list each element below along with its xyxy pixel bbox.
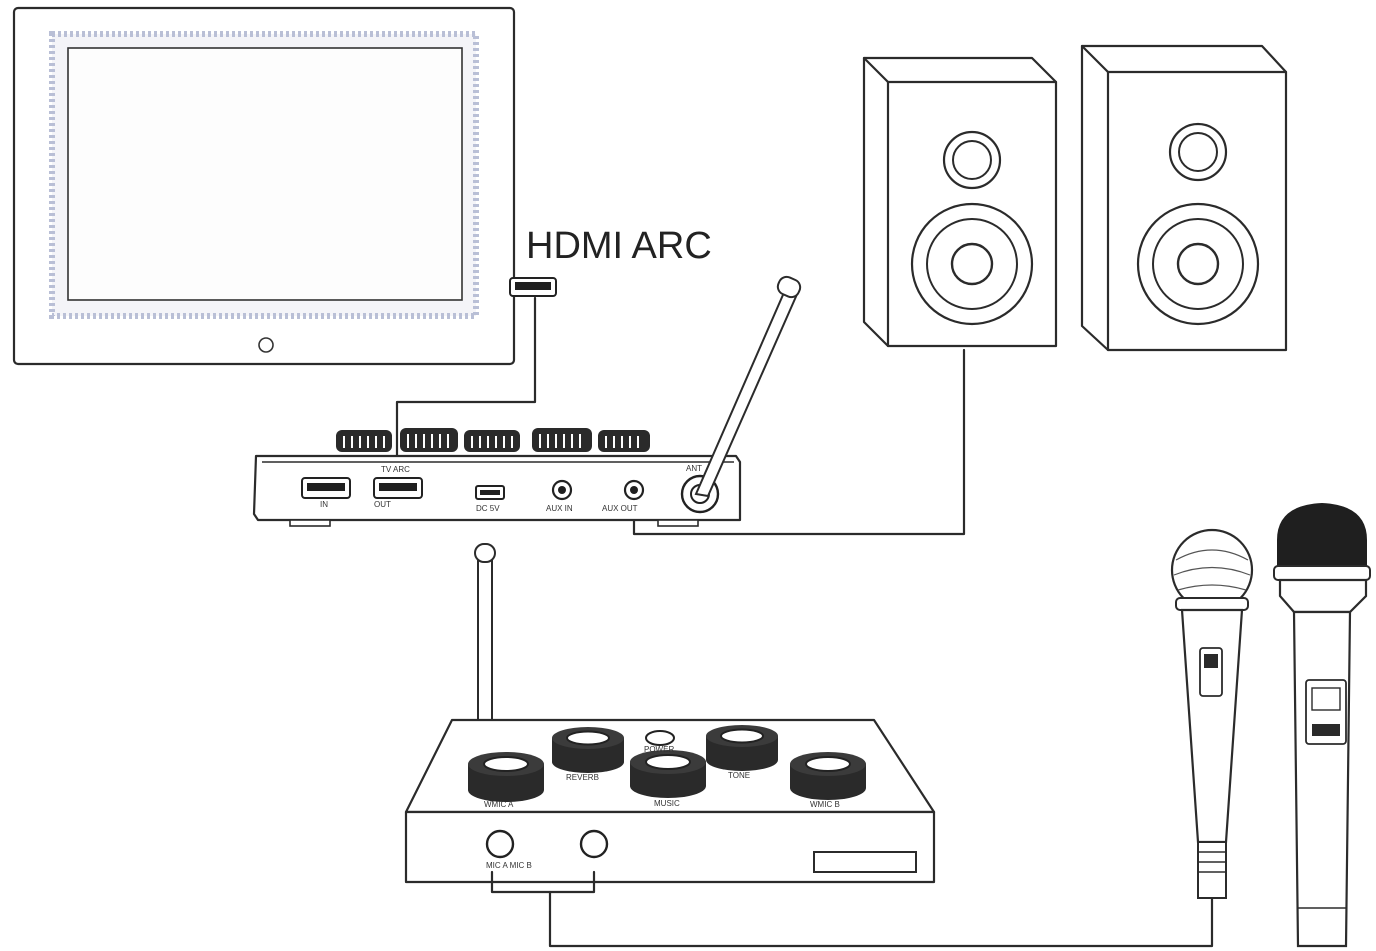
mic-cable-run bbox=[548, 890, 1214, 948]
ant-label: ANT bbox=[686, 464, 702, 473]
music-label: MUSIC bbox=[654, 799, 680, 808]
mixer-power-button bbox=[645, 730, 675, 746]
wireless-microphone bbox=[1273, 502, 1371, 948]
mixer-antenna bbox=[474, 543, 496, 723]
aux-out-label: AUX OUT bbox=[602, 504, 638, 513]
mic-a-jack bbox=[485, 829, 515, 859]
wireless-mixer: WMIC A REVERB POWER MUSIC TONE WMIC B MI… bbox=[404, 543, 936, 884]
hdmi-in-label: IN bbox=[320, 500, 328, 509]
mixer-knob-tone bbox=[706, 725, 778, 771]
mixer-knob-wmic-a bbox=[468, 752, 544, 802]
mixer-knob-wmic-b bbox=[790, 752, 866, 800]
hdmi-cable bbox=[395, 296, 537, 478]
hdmi-in-port bbox=[301, 477, 351, 499]
tv-arc-label: TV ARC bbox=[381, 465, 410, 474]
hdmi-out-port bbox=[373, 477, 423, 499]
wmic-b-label: WMIC B bbox=[810, 800, 840, 809]
wired-microphone bbox=[1170, 528, 1254, 899]
receiver-antenna bbox=[694, 275, 802, 498]
mic-jacks-label: MIC A MIC B bbox=[486, 861, 532, 870]
mixer-knob-reverb bbox=[552, 727, 624, 773]
hdmi-arc-label: HDMI ARC bbox=[526, 225, 712, 267]
tv bbox=[12, 6, 516, 366]
hdmi-out-label: OUT bbox=[374, 500, 391, 509]
mixer-knob-music bbox=[630, 750, 706, 798]
aux-in-jack bbox=[551, 479, 573, 501]
aux-out-jack bbox=[623, 479, 645, 501]
tv-power-button bbox=[258, 337, 274, 353]
mic-cable bbox=[490, 870, 596, 894]
receiver-knobs bbox=[336, 428, 650, 452]
aux-in-label: AUX IN bbox=[546, 504, 573, 513]
dc-label: DC 5V bbox=[476, 504, 500, 513]
mixer-display-slot bbox=[813, 851, 917, 873]
power-label: POWER bbox=[644, 745, 674, 754]
reverb-label: REVERB bbox=[566, 773, 599, 782]
speaker-left bbox=[862, 56, 1058, 348]
tone-label: TONE bbox=[728, 771, 750, 780]
tv-hdmi-port bbox=[509, 277, 557, 297]
speaker-right bbox=[1080, 44, 1288, 352]
receiver: TV ARC IN OUT DC 5V AUX IN AUX OUT ANT bbox=[252, 275, 802, 527]
dc-port bbox=[475, 485, 505, 500]
wmic-a-label: WMIC A bbox=[484, 800, 514, 809]
mic-b-jack bbox=[579, 829, 609, 859]
